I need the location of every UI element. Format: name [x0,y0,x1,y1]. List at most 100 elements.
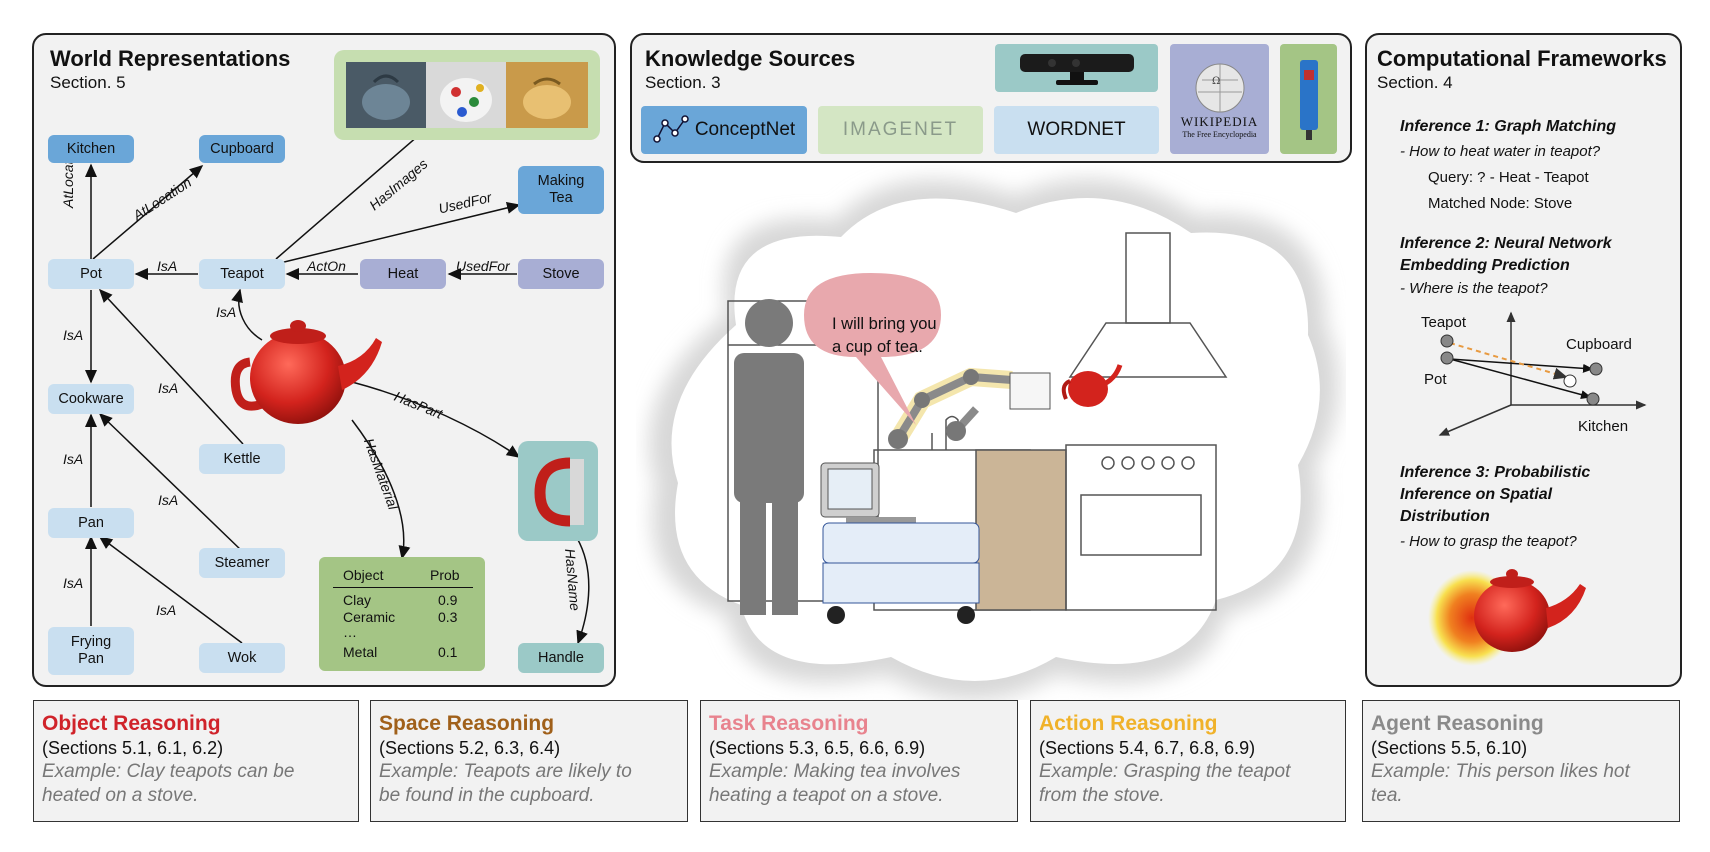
computational-frameworks-section: Section. 4 [1377,73,1453,92]
edge-label-isa-pot: IsA [157,258,178,274]
inference-1-matched: Matched Node: Stove [1428,195,1573,212]
node-pan: Pan [48,508,134,538]
edge-label-usedfor-2: UsedFor [456,258,510,274]
edge-pot-cupboard [92,165,204,260]
edge-wok-pan [98,536,243,644]
table-row-prob: 0.1 [438,644,458,660]
world-representations-title: World Representations [50,46,291,71]
speech-bubble [804,273,941,425]
kitchen-scene [649,179,1339,700]
edge-handle-hasname [576,537,590,645]
table-row-object: Clay [343,592,372,608]
handle-image [534,457,584,527]
inference-3-title: Inference 3: Probabilistic Inference on … [1400,464,1591,525]
teapot-images-box [334,50,600,140]
table-row-object: … [343,624,357,640]
edge-label-acton: ActOn [307,258,346,274]
space-reasoning-box: Space Reasoning (Sections 5.2, 6.3, 6.4)… [370,700,688,822]
person-figure [734,299,804,615]
svg-text:Ω: Ω [1212,76,1220,87]
action-reasoning-example: Example: Grasping the teapot from the st… [1039,761,1291,806]
edge-label-isa-pan: IsA [63,451,84,467]
node-cupboard: Cupboard [199,135,285,163]
space-reasoning-sections: (Sections 5.2, 6.3, 6.4) [379,738,561,758]
agent-reasoning-sections: (Sections 5.5, 6.10) [1371,738,1528,758]
edge-label-isa-cookware: IsA [63,327,84,343]
teapot-photos [346,62,588,128]
object-reasoning-title: Object Reasoning [42,712,221,735]
object-reasoning-box: Object Reasoning (Sections 5.1, 6.1, 6.2… [33,700,359,822]
task-reasoning-title: Task Reasoning [709,712,869,735]
sensor-icon [1299,60,1318,140]
embedding-label-kitchen: Kitchen [1578,418,1629,435]
node-heat: Heat [360,259,446,289]
knowledge-sources-title: Knowledge Sources [645,46,856,71]
edge-steamer-cookware [98,412,243,552]
edge-teapot-makingtea [279,201,521,264]
kinect-sensor-image [995,44,1158,92]
task-reasoning-box: Task Reasoning (Sections 5.3, 6.5, 6.6, … [700,700,1018,822]
teapot-image [230,320,382,424]
node-pot: Pot [48,259,134,289]
edge-teapot-haspart [351,381,521,458]
object-reasoning-sections: (Sections 5.1, 6.1, 6.2) [42,738,224,758]
action-reasoning-sections: (Sections 5.4, 6.7, 6.8, 6.9) [1039,738,1256,758]
agent-reasoning-example: Example: This person likes hot tea. [1371,761,1630,806]
embedding-label-teapot: Teapot [1421,314,1467,331]
conceptnet-label: ConceptNet [694,119,796,140]
edge-label-isa-kettle: IsA [158,380,179,396]
node-cookware: Cookware [48,384,134,414]
knowledge-sources-section: Section. 3 [645,73,721,92]
wikipedia-label: WIKIPEDIA [1180,113,1259,129]
probability-table: Object Prob Clay 0.9 Ceramic 0.3 … Metal… [319,557,485,671]
task-reasoning-example: Example: Making tea involves heating a t… [709,761,961,806]
space-reasoning-example: Example: Teapots are likely to be found … [379,761,632,806]
action-reasoning-title: Action Reasoning [1039,712,1218,735]
edge-label-isa-wok: IsA [156,602,177,618]
node-frying-pan: Frying Pan [48,627,134,675]
edge-label-isa-frying: IsA [63,575,84,591]
wikipedia-globe-icon: Ω [1195,63,1244,112]
grasp-distribution-image [1428,569,1586,666]
table-header-object: Object [343,567,384,583]
node-stove: Stove [518,259,604,289]
edge-label-isa-teapot: IsA [216,304,237,320]
edge-kettle-pot [98,288,244,445]
conceptnet-icon [653,115,689,143]
edge-teapot-isa [231,288,263,341]
edge-label-isa-steamer: IsA [158,492,179,508]
inference-1-query: Query: ? - Heat - Teapot [1428,169,1589,186]
table-row-prob: 0.9 [438,592,458,608]
object-reasoning-example: Example: Clay teapots can be heated on a… [42,761,295,806]
wordnet-logo: WORDNET [994,106,1159,154]
conceptnet-logo: ConceptNet [641,106,807,154]
small-teapot [1009,364,1123,410]
node-kettle: Kettle [199,444,285,474]
action-reasoning-box: Action Reasoning (Sections 5.4, 6.7, 6.8… [1030,700,1346,822]
table-header-prob: Prob [430,567,460,583]
table-row-prob: 0.3 [438,609,458,625]
world-representations-section: Section. 5 [50,73,126,92]
wikipedia-sublabel: The Free Encyclopedia [1182,129,1257,139]
embedding-label-pot: Pot [1424,371,1447,388]
inference-3-question: - How to grasp the teapot? [1400,533,1577,550]
inference-2-question: - Where is the teapot? [1400,280,1548,297]
inference-1-question: - How to heat water in teapot? [1400,143,1601,160]
node-making-tea: Making Tea [518,166,604,214]
imagenet-label: IMAGENET [842,119,959,140]
space-reasoning-title: Space Reasoning [379,712,555,735]
speech-bubble-text: I will bring you a cup of tea. [832,315,937,356]
node-steamer: Steamer [199,548,285,578]
imagenet-logo: IMAGENET [818,106,983,154]
table-row-object: Metal [343,644,378,660]
sensor-device-image [1280,44,1337,154]
node-teapot: Teapot [199,259,285,289]
agent-reasoning-box: Agent Reasoning (Sections 5.5, 6.10) Exa… [1362,700,1680,822]
edge-teapot-hasmaterial [351,419,411,560]
wordnet-label: WORDNET [1027,119,1126,140]
inference-1-title: Inference 1: Graph Matching [1400,118,1617,135]
node-handle: Handle [518,643,604,673]
robot-figure [820,367,1013,624]
inference-2-title: Inference 2: Neural Network Embedding Pr… [1400,235,1612,274]
